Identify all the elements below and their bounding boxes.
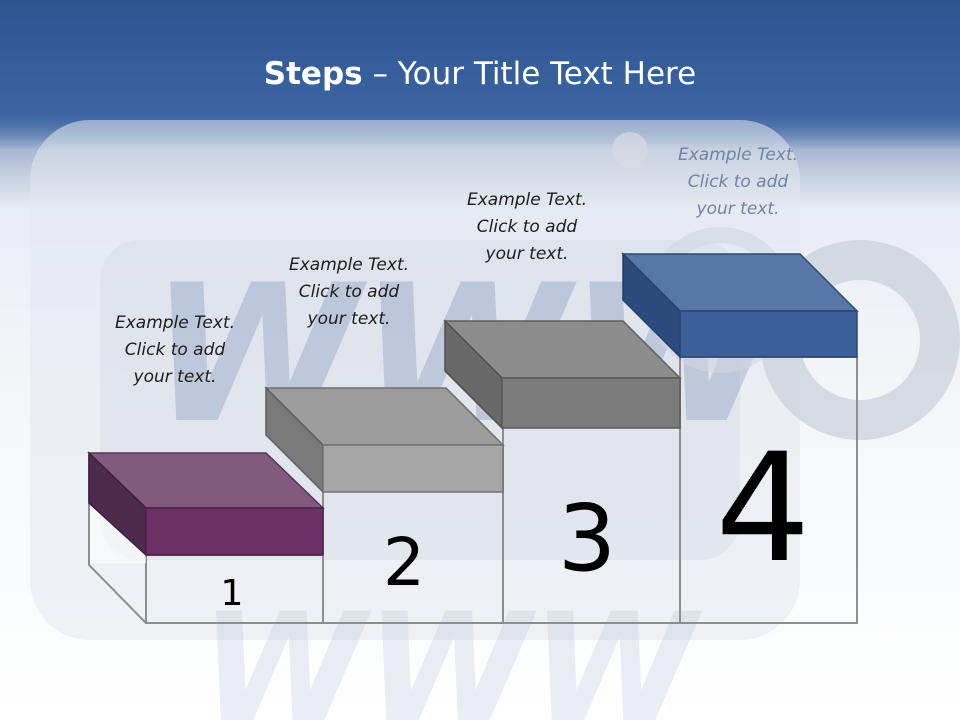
step-1-caption-line: Example Text.: [114, 313, 236, 333]
slide-title-bold: Steps: [263, 56, 363, 92]
step-block-4-front: [679, 310, 858, 358]
step-3-caption-line: Example Text.: [466, 190, 588, 210]
step-1-caption-line: your text.: [133, 367, 217, 387]
step-4-caption-line: Click to add: [687, 172, 789, 192]
step-4-caption-line: Example Text.: [677, 145, 799, 165]
step-2-caption-line: Click to add: [298, 282, 400, 302]
bg-www-reflection: WWW: [200, 582, 703, 720]
step-4-caption-line: your text.: [696, 199, 780, 219]
step-4-caption[interactable]: Example Text. Click to add your text.: [653, 142, 823, 223]
step-2-caption[interactable]: Example Text. Click to add your text.: [264, 252, 434, 333]
step-1-caption[interactable]: Example Text. Click to add your text.: [90, 310, 260, 391]
step-1-caption-line: Click to add: [124, 340, 226, 360]
step-number-4: 4: [715, 422, 810, 596]
step-block-1-front: [145, 507, 324, 556]
step-block-1: [87, 451, 325, 557]
step-block-2-front: [322, 444, 504, 493]
step-block-3-front: [501, 377, 681, 429]
bg-key-dot: [612, 132, 648, 168]
step-block-4: [621, 252, 859, 359]
slide-title-rest: – Your Title Text Here: [362, 56, 697, 92]
step-3-caption-line: your text.: [485, 244, 569, 264]
step-2-caption-line: your text.: [307, 309, 391, 329]
step-block-3: [443, 319, 682, 430]
step-number-1: 1: [221, 573, 244, 614]
step-2-caption-line: Example Text.: [288, 255, 410, 275]
step-block-2: [264, 386, 505, 494]
step-3-caption-line: Click to add: [476, 217, 578, 237]
step-number-2: 2: [383, 524, 425, 601]
step-number-3: 3: [558, 485, 617, 592]
step-3-caption[interactable]: Example Text. Click to add your text.: [442, 187, 612, 268]
slide-title[interactable]: Steps – Your Title Text Here: [0, 56, 960, 92]
